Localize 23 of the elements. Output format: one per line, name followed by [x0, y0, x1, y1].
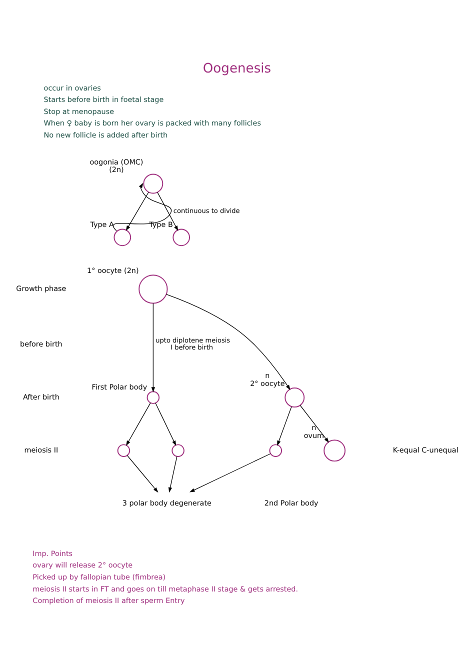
arrow: [126, 402, 151, 446]
node-circle: [324, 440, 346, 462]
arrow: [113, 182, 172, 232]
node-circle: [172, 228, 190, 246]
arrow: [189, 453, 271, 492]
arrow: [168, 456, 178, 493]
node-circle: [117, 444, 130, 457]
arrow: [166, 294, 290, 390]
diagram-title: Oogenesis: [202, 62, 272, 77]
node-circle: [146, 391, 160, 404]
node-circle: [269, 444, 282, 457]
node-circle: [114, 228, 132, 246]
arrow: [151, 303, 156, 392]
arrow: [155, 402, 176, 446]
arrow: [300, 405, 330, 443]
arrow: [277, 406, 292, 446]
node-circle: [138, 274, 168, 304]
node-circle: [284, 388, 305, 408]
arrow: [126, 192, 149, 231]
node-circle: [143, 174, 164, 194]
arrow: [157, 192, 178, 231]
node-circle: [172, 444, 184, 457]
arrow: [126, 455, 158, 493]
